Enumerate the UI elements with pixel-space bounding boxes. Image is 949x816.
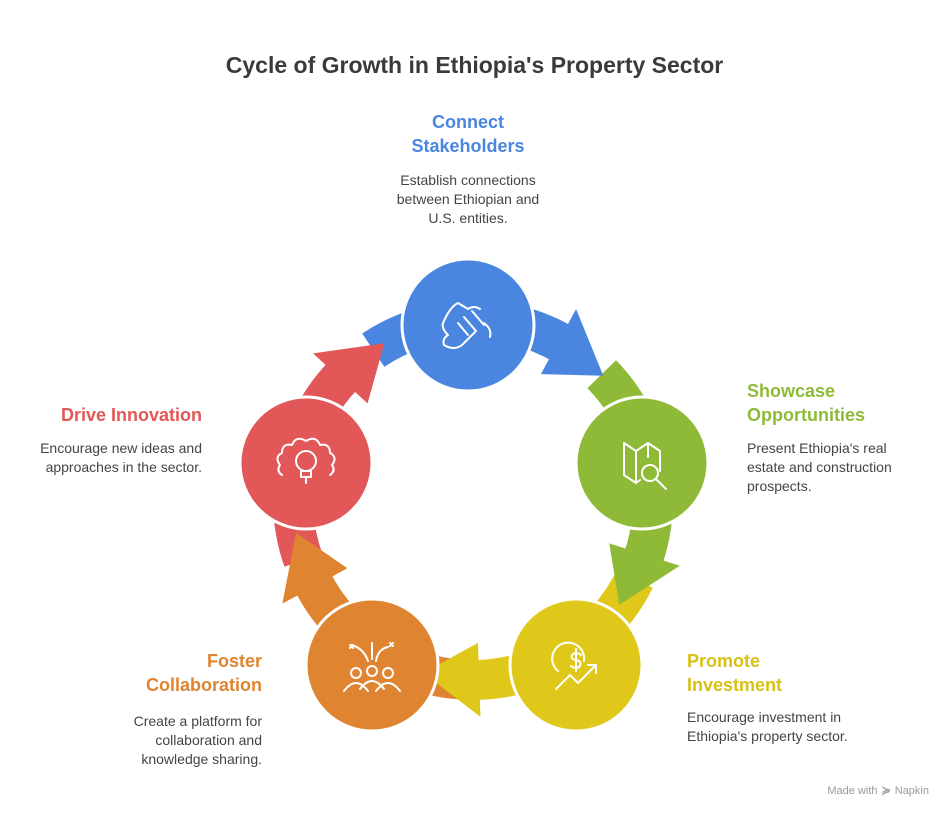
title-line: Investment: [687, 675, 783, 695]
desc-line: Encourage investment in: [687, 709, 842, 725]
arrow-head-promote: [423, 642, 481, 717]
arrow-head-drive: [312, 343, 385, 404]
title-line: Stakeholders: [411, 136, 525, 156]
desc-line: Ethiopia's property sector.: [687, 728, 848, 744]
dollar-growth-icon: [551, 641, 597, 690]
arrow-head-showcase: [609, 543, 680, 605]
title-line: Drive Innovation: [60, 405, 202, 425]
desc-line: U.S. entities.: [428, 210, 508, 226]
title-line: Connect: [432, 112, 504, 132]
step-circle-drive: [238, 395, 374, 531]
made-with-label: Made with: [827, 784, 878, 797]
title-line: Showcase: [747, 381, 836, 401]
handshake-icon: [441, 302, 492, 349]
step-connect-title: Connect Stakeholders: [368, 110, 568, 158]
team-celebration-icon: [343, 642, 401, 692]
title-line: Foster: [206, 651, 262, 671]
napkin-footer: Made with ≽ Napkin: [827, 784, 929, 798]
desc-line: Establish connections: [400, 172, 536, 188]
title-line: Collaboration: [146, 675, 262, 695]
desc-line: Encourage new ideas and: [40, 440, 202, 456]
arrow-head-connect: [540, 309, 604, 376]
gear-bulb-icon: [276, 437, 336, 484]
desc-line: prospects.: [747, 478, 812, 494]
desc-line: estate and construction: [747, 459, 892, 475]
title-line: Promote: [687, 651, 761, 671]
step-circle-connect: [400, 257, 536, 393]
step-showcase-desc: Present Ethiopia's real estate and const…: [747, 439, 892, 496]
step-promote-title: Promote Investment: [687, 649, 782, 697]
diagram-title: Cycle of Growth in Ethiopia's Property S…: [225, 52, 724, 78]
desc-line: collaboration and: [155, 732, 262, 748]
desc-line: Present Ethiopia's real: [747, 440, 887, 456]
step-foster-title: Foster Collaboration: [62, 649, 262, 697]
arrow-head-foster: [282, 532, 348, 604]
title-line: Opportunities: [747, 405, 865, 425]
map-search-icon: [623, 442, 667, 490]
step-circle-showcase: [574, 395, 710, 531]
desc-line: between Ethiopian and: [396, 191, 540, 207]
step-connect-desc: Establish connections between Ethiopian …: [368, 171, 568, 228]
step-showcase-title: Showcase Opportunities: [747, 379, 865, 427]
step-drive-desc: Encourage new ideas and approaches in th…: [2, 439, 202, 477]
napkin-logo-icon: ≽: [881, 785, 891, 797]
step-promote-desc: Encourage investment in Ethiopia's prope…: [687, 708, 848, 746]
desc-line: approaches in the sector.: [45, 459, 202, 475]
desc-line: Create a platform for: [133, 713, 262, 729]
step-drive-title: Drive Innovation: [2, 403, 202, 427]
napkin-brand: Napkin: [894, 784, 929, 797]
step-foster-desc: Create a platform for collaboration and …: [62, 712, 262, 769]
desc-line: knowledge sharing.: [141, 751, 262, 767]
